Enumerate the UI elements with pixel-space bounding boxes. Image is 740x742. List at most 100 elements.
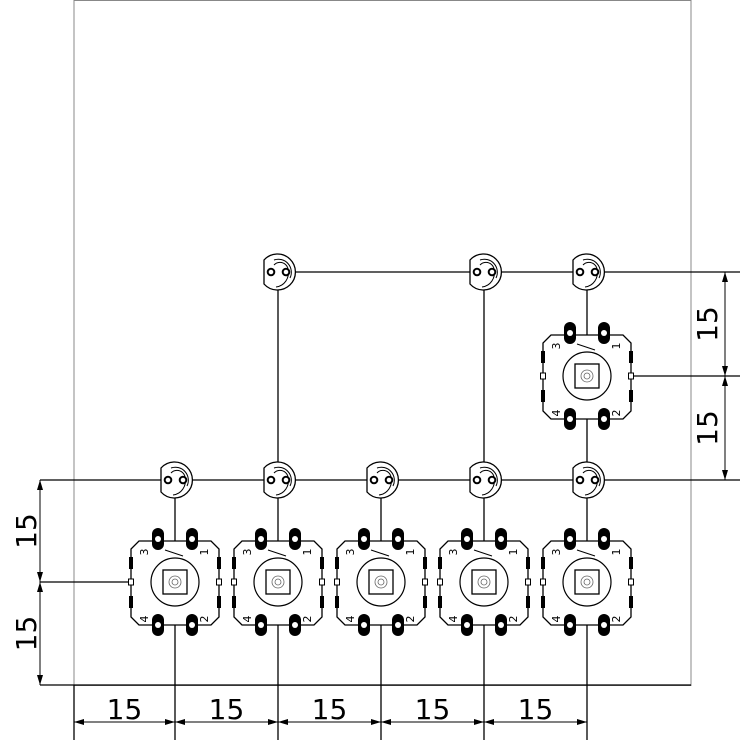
actuator-center [580,369,594,383]
side-notch [628,578,634,586]
side-notch [128,578,134,586]
pad-hole [464,536,470,542]
side-notch [540,578,546,586]
led-pad [178,475,188,485]
pad-hole [567,330,573,336]
pad-hole [567,622,573,628]
actuator-center [271,575,285,589]
side-tab [629,351,633,363]
led-pad [472,267,482,277]
side-tab [335,557,339,569]
actuator-square [368,569,394,595]
side-tab [232,557,236,569]
dimension-arrow [37,572,43,582]
actuator-square [162,569,188,595]
switch-body [542,334,632,420]
side-tab [129,596,133,608]
led-pad [369,475,379,485]
led-arc [582,466,601,487]
led-footprint [572,253,605,291]
side-tab [335,596,339,608]
side-tab [129,557,133,569]
actuator-circle [459,557,509,607]
dimension-arrow [722,366,728,376]
dimension-arrow [37,675,43,685]
switch-body [336,540,426,626]
pin-label: 2 [610,410,623,417]
actuator-square [574,363,600,389]
pin-label: 3 [550,549,563,556]
actuator-center [377,578,385,586]
pad-hole [155,622,161,628]
actuator-center [480,578,488,586]
dimension-arrow [37,480,43,490]
pin-label: 3 [550,343,563,350]
dimension-label: 15 [312,693,348,726]
pad-hole [292,622,298,628]
side-tab [629,596,633,608]
dimension-label: 15 [691,410,724,446]
side-tab [423,557,427,569]
switch-mark [267,549,287,557]
switch-mark [576,549,596,557]
dimension-arrow [722,272,728,282]
pin-label: 1 [610,549,623,556]
dimension-label: 15 [107,693,143,726]
side-tab [526,557,530,569]
side-tab [629,557,633,569]
pad-hole [567,416,573,422]
actuator-square [574,569,600,595]
pin-label: 2 [507,616,520,623]
switch-mark [473,549,493,557]
dimension-label: 15 [10,616,43,652]
switch-body [233,540,323,626]
led-footprint [366,461,399,499]
switch-body [439,540,529,626]
dimension-arrow [371,719,381,725]
led-arc [376,466,395,487]
led-pad [487,267,497,277]
side-tab [232,596,236,608]
led-footprint [469,253,502,291]
led-pad [590,267,600,277]
actuator-circle [150,557,200,607]
actuator-square [265,569,291,595]
actuator-circle [253,557,303,607]
pin-label: 3 [344,549,357,556]
pad-hole [258,622,264,628]
pin-label: 2 [301,616,314,623]
pin-label: 1 [610,343,623,350]
pad-hole [601,622,607,628]
actuator-center [583,578,591,586]
pad-hole [464,622,470,628]
side-tab [217,596,221,608]
led-pad [575,267,585,277]
pin-label: 3 [241,549,254,556]
pin-label: 1 [507,549,520,556]
pin-label: 4 [550,410,563,417]
side-tab [423,596,427,608]
pad-hole [292,536,298,542]
pad-hole [155,536,161,542]
side-tab [629,390,633,402]
side-tab [541,596,545,608]
dimension-arrow [474,719,484,725]
pin-label: 4 [241,616,254,623]
led-pad [575,475,585,485]
dimension-arrow [577,719,587,725]
dimension-label: 15 [691,306,724,342]
dimension-arrow [381,719,391,725]
led-arc [273,258,292,279]
pad-hole [567,536,573,542]
actuator-square [471,569,497,595]
switch-footprint: 3 1 4 2 [540,322,634,430]
pad-hole [189,536,195,542]
led-arc [479,466,498,487]
led-pad [281,475,291,485]
dimension-arrow [722,376,728,386]
side-notch [231,578,237,586]
switch-mark [576,343,596,351]
